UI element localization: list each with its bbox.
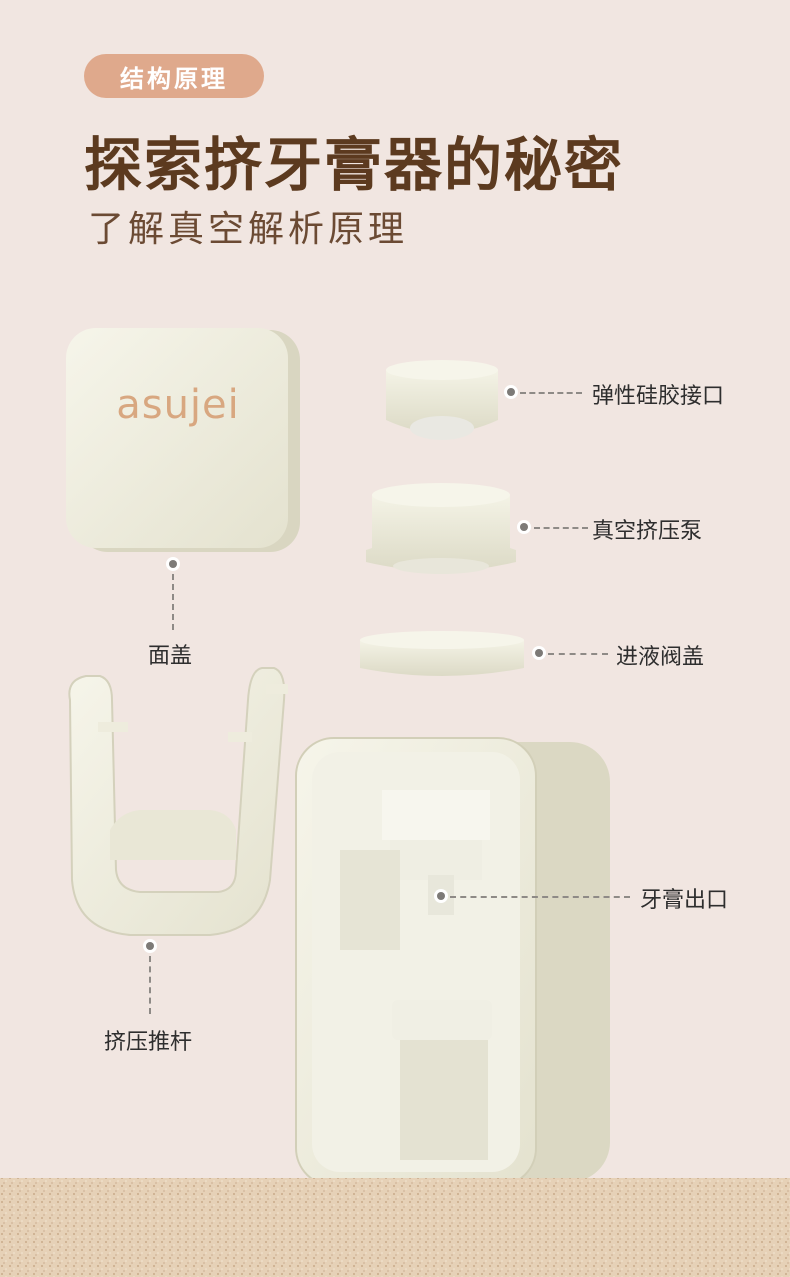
countertop — [0, 1178, 790, 1277]
label-push-rod: 挤压推杆 — [104, 1030, 193, 1055]
push-rod-part — [68, 667, 288, 936]
label-vacuum-pump: 真空挤压泵 — [592, 519, 703, 544]
page-title: 探索挤牙膏器的秘密 — [84, 131, 625, 199]
callout-line-pump — [534, 527, 588, 529]
callout-dot-silicone — [507, 388, 515, 396]
callout-dot-valve — [535, 649, 543, 657]
cover-part — [66, 328, 300, 552]
callout-dot-pump — [520, 523, 528, 531]
label-inlet-valve-cap: 进液阀盖 — [616, 645, 705, 670]
callout-line-silicone — [520, 392, 582, 394]
page-subtitle: 了解真空解析原理 — [88, 209, 409, 250]
callout-line-valve — [548, 653, 608, 655]
label-silicone-interface: 弹性硅胶接口 — [592, 384, 725, 409]
callout-dot-cover — [169, 560, 177, 568]
label-cover: 面盖 — [148, 644, 193, 669]
brand-logo: asujei — [116, 382, 240, 428]
section-badge: 结构原理 — [84, 54, 264, 98]
callout-line-outlet — [450, 896, 630, 898]
callout-line-cover — [172, 574, 174, 630]
callout-dot-outlet — [437, 892, 445, 900]
label-paste-outlet: 牙膏出口 — [640, 888, 729, 913]
vacuum-pump-part — [366, 483, 516, 574]
silicone-interface-part — [386, 360, 498, 440]
main-housing-part — [295, 737, 610, 1187]
callout-dot-pushrod — [146, 942, 154, 950]
inlet-valve-cap-part — [360, 631, 524, 676]
callout-line-pushrod — [149, 956, 151, 1014]
